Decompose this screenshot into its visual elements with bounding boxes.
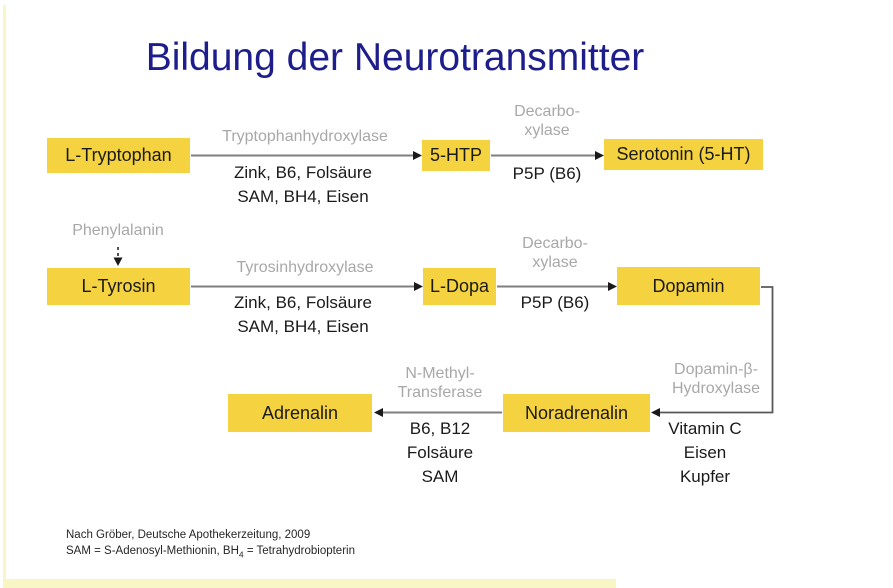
enzyme-dopamin-beta-hydroxylase-line2: Hydroxylase bbox=[671, 380, 761, 397]
arrowhead-ldopa-to-dopamin-icon bbox=[608, 282, 617, 291]
cofactors-dopamin-line1: P5P (B6) bbox=[520, 293, 590, 312]
left-border-stripe bbox=[3, 5, 6, 588]
cofactors-tyrosin-reaction: Zink, B6, Folsäure SAM, BH4, Eisen bbox=[197, 291, 409, 339]
enzyme-decarboxylase-serotonin-line2: xylase bbox=[524, 122, 570, 139]
node-5-htp: 5-HTP bbox=[422, 140, 490, 171]
cofactors-adrenalin-line3: SAM bbox=[421, 467, 459, 486]
cofactors-noradrenalin-reaction: Vitamin C Eisen Kupfer bbox=[643, 417, 767, 489]
enzyme-dopamin-beta-hydroxylase-line1: Dopamin-β- bbox=[674, 361, 758, 378]
enzyme-decarboxylase-serotonin-line1: Decarbo- bbox=[514, 103, 580, 120]
node-l-tyrosin: L-Tyrosin bbox=[47, 268, 190, 305]
node-serotonin: Serotonin (5-HT) bbox=[604, 139, 763, 170]
cofactors-dopamin-reaction: P5P (B6) bbox=[505, 291, 605, 315]
arrowhead-5htp-to-serotonin-icon bbox=[595, 151, 604, 160]
enzyme-decarboxylase-dopamin-line1: Decarbo- bbox=[522, 235, 588, 252]
cofactors-noradrenalin-line2: Eisen bbox=[683, 443, 727, 462]
cofactors-noradrenalin-line1: Vitamin C bbox=[668, 419, 742, 438]
node-noradrenalin: Noradrenalin bbox=[503, 394, 650, 432]
node-dopamin: Dopamin bbox=[617, 267, 760, 305]
cofactors-adrenalin-line2: Folsäure bbox=[406, 443, 474, 462]
cofactors-adrenalin-line1: B6, B12 bbox=[409, 419, 471, 438]
label-phenylalanin: Phenylalanin bbox=[72, 222, 164, 239]
node-l-tryptophan: L-Tryptophan bbox=[47, 138, 190, 173]
arrowhead-ltryptophan-to-5htp-icon bbox=[413, 151, 422, 160]
arrowhead-noradrenalin-to-adrenalin-icon bbox=[374, 408, 383, 417]
enzyme-decarboxylase-serotonin: Decarbo- xylase bbox=[497, 102, 597, 140]
enzyme-n-methyl-transferase-line1: N-Methyl- bbox=[405, 365, 475, 382]
cofactors-noradrenalin-line3: Kupfer bbox=[679, 467, 731, 486]
cofactors-adrenalin-reaction: B6, B12 Folsäure SAM bbox=[378, 417, 502, 489]
enzyme-n-methyl-transferase: N-Methyl- Transferase bbox=[378, 364, 502, 402]
bottom-border-stripe bbox=[3, 579, 616, 588]
arrowhead-dopamin-to-noradrenalin-icon bbox=[651, 408, 660, 417]
enzyme-decarboxylase-dopamin: Decarbo- xylase bbox=[505, 234, 605, 272]
footer-abbreviation-line: SAM = S-Adenosyl-Methionin, BH4 = Tetrah… bbox=[66, 543, 355, 559]
enzyme-n-methyl-transferase-line2: Transferase bbox=[397, 384, 483, 401]
node-adrenalin: Adrenalin bbox=[228, 394, 372, 432]
cofactors-tryptophan-reaction: Zink, B6, Folsäure SAM, BH4, Eisen bbox=[197, 161, 409, 209]
footer-source-line: Nach Gröber, Deutsche Apothekerzeitung, … bbox=[66, 529, 311, 541]
enzyme-tryptophanhydroxylase: Tryptophanhydroxylase bbox=[222, 128, 388, 145]
enzyme-decarboxylase-dopamin-line2: xylase bbox=[532, 254, 578, 271]
page-title: Bildung der Neurotransmitter bbox=[145, 36, 645, 79]
cofactors-serotonin-line1: P5P (B6) bbox=[512, 164, 582, 183]
enzyme-tyrosinhydroxylase: Tyrosinhydroxylase bbox=[236, 259, 374, 276]
arrowhead-ltyrosin-to-ldopa-icon bbox=[414, 282, 423, 291]
footer-citation: Nach Gröber, Deutsche Apothekerzeitung, … bbox=[66, 527, 355, 559]
node-l-dopa: L-Dopa bbox=[423, 268, 496, 305]
arrowhead-phenylalanin-icon bbox=[113, 257, 123, 266]
cofactors-tyrosin-line1: Zink, B6, Folsäure bbox=[234, 293, 372, 312]
footer-abbrev-subscript: 4 bbox=[238, 549, 244, 560]
cofactors-serotonin-reaction: P5P (B6) bbox=[497, 162, 597, 186]
cofactors-tryptophan-line1: Zink, B6, Folsäure bbox=[234, 163, 372, 182]
enzyme-dopamin-beta-hydroxylase: Dopamin-β- Hydroxylase bbox=[655, 360, 777, 398]
cofactors-tryptophan-line2: SAM, BH4, Eisen bbox=[237, 187, 369, 206]
cofactors-tyrosin-line2: SAM, BH4, Eisen bbox=[237, 317, 369, 336]
footer-abbrev-post: = Tetrahydrobiopterin bbox=[243, 545, 355, 557]
footer-abbrev-pre: SAM = S-Adenosyl-Methionin, BH bbox=[66, 545, 239, 557]
